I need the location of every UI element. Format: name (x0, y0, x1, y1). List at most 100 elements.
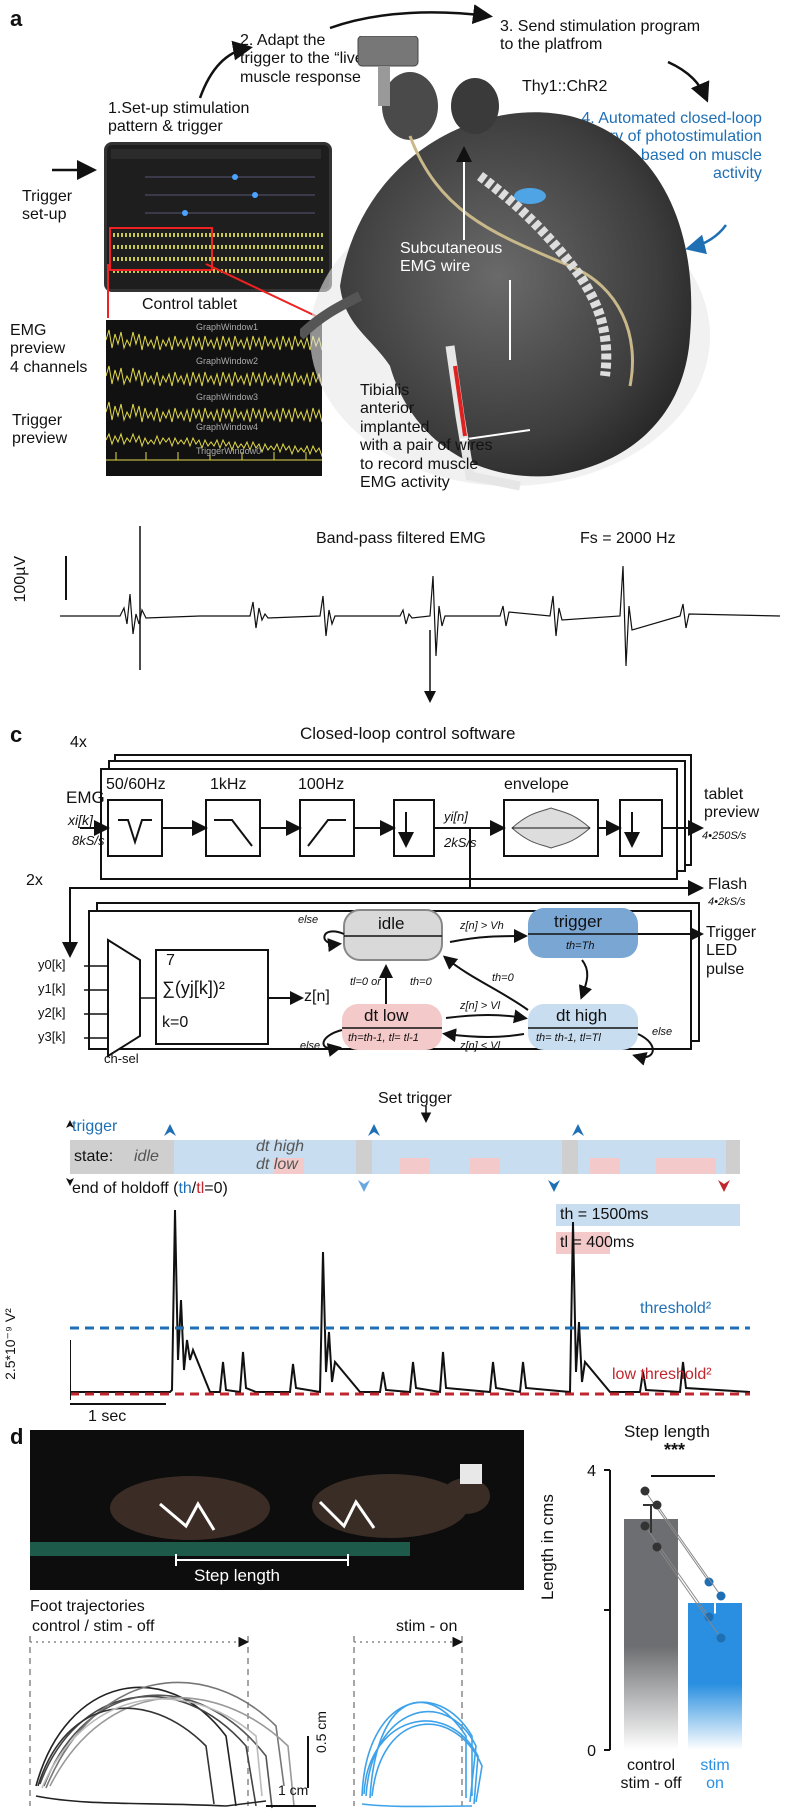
window-label-4: GraphWindow4 (196, 422, 259, 432)
state-dtlow-seg-1 (274, 1158, 304, 1174)
tl-value: tl = 400ms (560, 1234, 635, 1251)
set-trigger-label: Set trigger (378, 1090, 452, 1107)
control-tablet-label: Control tablet (142, 296, 238, 313)
chart-title: Step length (624, 1422, 711, 1441)
pair-line (656, 1504, 722, 1597)
zoom-lines (107, 263, 321, 319)
tablet-rate-label: 4•250S/s (702, 830, 747, 842)
rate-8ks-label: 8kS/s (72, 833, 105, 848)
channel-mux (107, 938, 141, 1058)
legend-trigger: trigger (72, 1118, 118, 1135)
legend-idle: idle (134, 1148, 159, 1165)
th-bar (556, 1204, 740, 1226)
tablet-toolbar (111, 149, 321, 159)
legend-state: state: (74, 1148, 114, 1165)
foot-trajectories-label: Foot trajectories (30, 1598, 145, 1615)
zvl-gt-label: z[n] > Vl (460, 1000, 501, 1012)
window-label-5: TriggerWindow0 (196, 446, 262, 456)
bandpass-label: Band-pass filtered EMG (316, 530, 486, 547)
pipeline-blocks (62, 799, 704, 958)
state-idle-seg-3 (562, 1140, 578, 1174)
emg-trace (60, 526, 780, 703)
envelope-label: envelope (504, 776, 569, 793)
fs-label: Fs = 2000 Hz (580, 530, 676, 547)
xi-label: xi[k] (68, 812, 93, 828)
point-stim (716, 1591, 726, 1601)
mult-4x: 4x (70, 734, 87, 751)
step-arrows (52, 4, 728, 255)
point-stim (716, 1633, 726, 1643)
state-machine-diagram (84, 908, 704, 1066)
zvh-label: z[n] > Vh (460, 920, 504, 932)
flash-rate-label: 4•2kS/s (708, 896, 746, 908)
point-control (640, 1486, 650, 1496)
mult-2x: 2x (26, 872, 43, 889)
notch-filter-block (107, 799, 163, 857)
mouse-arrows (456, 146, 531, 441)
point-stim (704, 1577, 714, 1587)
tl-bar (556, 1232, 610, 1254)
panel-d-letter: d (10, 1424, 24, 1449)
state-idle-seg-2 (356, 1140, 372, 1174)
window-label-1: GraphWindow1 (196, 322, 259, 332)
timeline-markers (66, 1106, 730, 1192)
pair-line (656, 1546, 722, 1639)
y3-label: y3[k] (38, 1029, 66, 1044)
legend-end-holdoff: end of holdoff (th/tl=0) (72, 1180, 228, 1197)
idle-label: idle (378, 914, 405, 933)
panel-a-letter: a (10, 6, 23, 31)
filter-1k-label: 1kHz (210, 776, 247, 793)
zvl-lt-label: z[n] < Vl (460, 1040, 501, 1052)
bar-0 (624, 1519, 678, 1750)
yi-label: yi[n] (444, 809, 468, 824)
point-control (640, 1521, 650, 1531)
emg-preview-traces (105, 329, 332, 461)
state-dtlow-seg-5 (656, 1158, 716, 1174)
control-traj-label: control / stim - off (32, 1618, 155, 1635)
tablet-sliders (145, 174, 315, 216)
y0-label: y0[k] (38, 957, 66, 972)
idle-state (343, 909, 443, 961)
filter-100-label: 100Hz (298, 776, 345, 793)
y2-label: y2[k] (38, 1005, 66, 1020)
x-scale-label: 1 sec (88, 1408, 127, 1425)
emg-input-label: EMG (66, 788, 105, 807)
state-dtlow-seg-3 (470, 1158, 500, 1174)
state-dtlow-seg-2 (400, 1158, 430, 1174)
highpass-filter-block (299, 799, 355, 857)
flash-label: Flash (708, 876, 748, 893)
emg-preview-zoom: GraphWindow1 GraphWindow2 GraphWindow3 G… (105, 320, 332, 476)
arrow-3-to-4 (667, 60, 710, 103)
control-tablet[interactable] (104, 142, 332, 292)
mouse-photo: Step length (30, 1430, 524, 1590)
state-idle-seg-1 (70, 1140, 174, 1174)
y-tick-label: 4 (587, 1463, 596, 1480)
legend-dthigh: dt high (256, 1138, 305, 1155)
arrow-4-loop (685, 224, 728, 255)
point-control (652, 1500, 662, 1510)
window-label-3: GraphWindow3 (196, 392, 259, 402)
software-title: Closed-loop control software (300, 724, 516, 743)
point-stim (704, 1612, 714, 1622)
lowpass-filter-block (205, 799, 261, 857)
sum-bottom: k=0 (162, 1014, 189, 1031)
th0b-label: th=0 (410, 976, 432, 988)
mouse-line-label: Thy1::ChR2 (522, 78, 608, 95)
category-label: on (706, 1775, 724, 1792)
th0-label: th=0 (492, 972, 514, 984)
tl0-label: tl=0 or (350, 976, 381, 988)
else-dthigh-label: else (652, 1026, 673, 1038)
panel-c-letter: c (10, 722, 23, 747)
state-bar (70, 1140, 740, 1174)
pair-line (644, 1525, 710, 1618)
y-tick-label: 0 (587, 1743, 596, 1760)
dt-high-eq-label: th= th-1, tl=Tl (536, 1032, 601, 1044)
y1-label: y1[k] (38, 981, 66, 996)
